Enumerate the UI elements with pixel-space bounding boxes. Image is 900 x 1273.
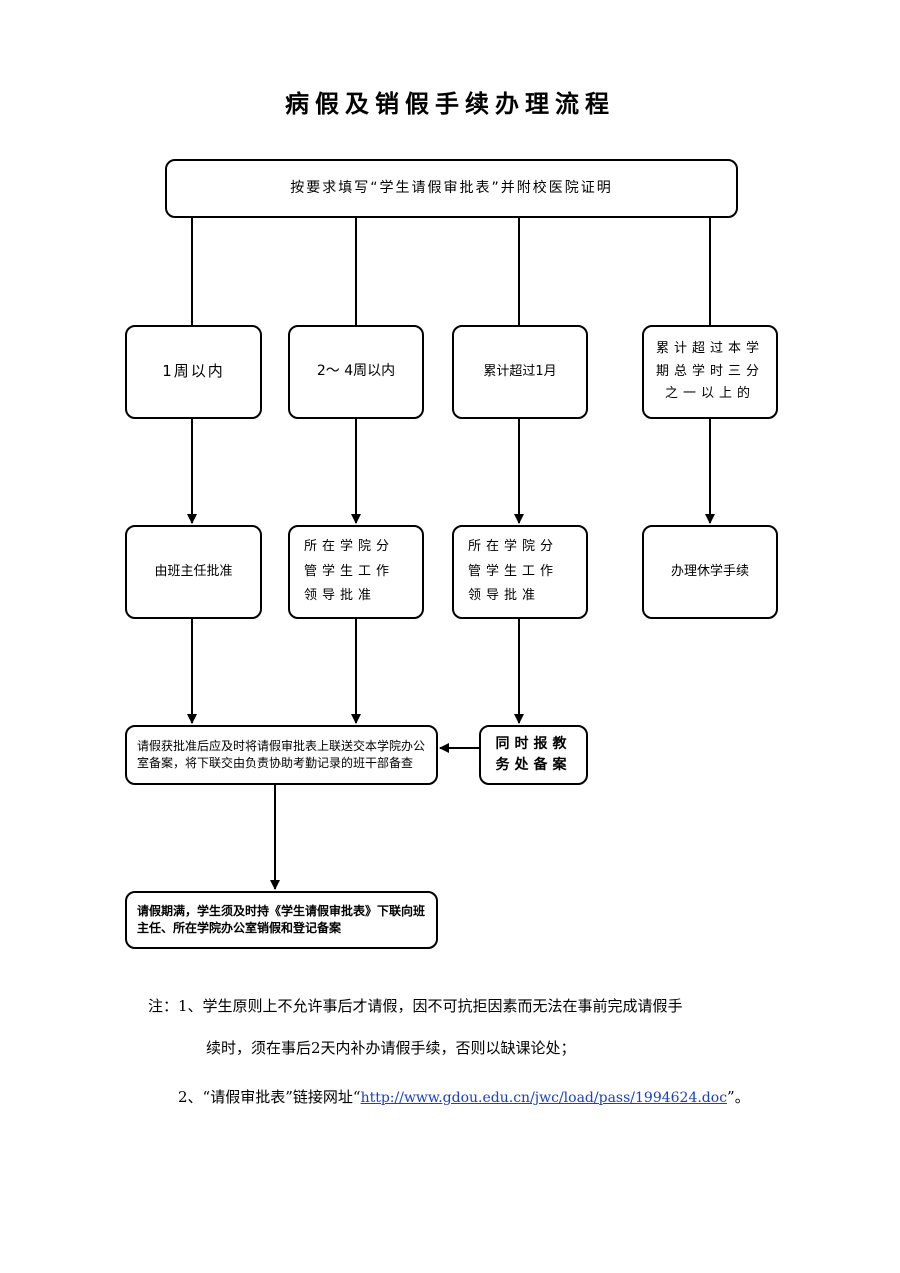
page-title: 病假及销假手续办理流程 — [285, 89, 615, 118]
box-approval-college-leader-1: 所在学院分管学生工作领导批准 — [288, 525, 424, 619]
note-1-line-2: 续时，须在事后2天内补办请假手续，否则以缺课论处； — [206, 1039, 576, 1057]
box-duration-over-one-third: 累计超过本学期总学时三分之一以上的 — [642, 325, 778, 419]
box-duration-over-1-month: 累计超过1月 — [452, 325, 588, 419]
box-fill-form: 按要求填写“学生请假审批表”并附校医院证明 — [165, 159, 738, 218]
box-suspension-procedure: 办理休学手续 — [642, 525, 778, 619]
note-1-line-1: 注：1、学生原则上不允许事后才请假，因不可抗拒因素而无法在事前完成请假手 — [148, 997, 683, 1015]
box-leave-expiry-cancel: 请假期满，学生须及时持《学生请假审批表》下联向班主任、所在学院办公室销假和登记备… — [125, 891, 438, 949]
box-approval-class-teacher: 由班主任批准 — [125, 525, 262, 619]
form-download-link[interactable]: http://www.gdou.edu.cn/jwc/load/pass/199… — [360, 1090, 728, 1106]
box-approval-college-leader-2: 所在学院分管学生工作领导批准 — [452, 525, 588, 619]
box-duration-2-4-weeks: 2～ 4周以内 — [288, 325, 424, 419]
box-after-approval-filing: 请假获批准后应及时将请假审批表上联送交本学院办公室备案，将下联交由负责协助考勤记… — [125, 725, 438, 785]
box-duration-1-week: 1周以内 — [125, 325, 262, 419]
box-report-academic-affairs: 同时报教务处备案 — [479, 725, 588, 785]
note-2: 2、“请假审批表”链接网址“http://www.gdou.edu.cn/jwc… — [178, 1088, 750, 1106]
